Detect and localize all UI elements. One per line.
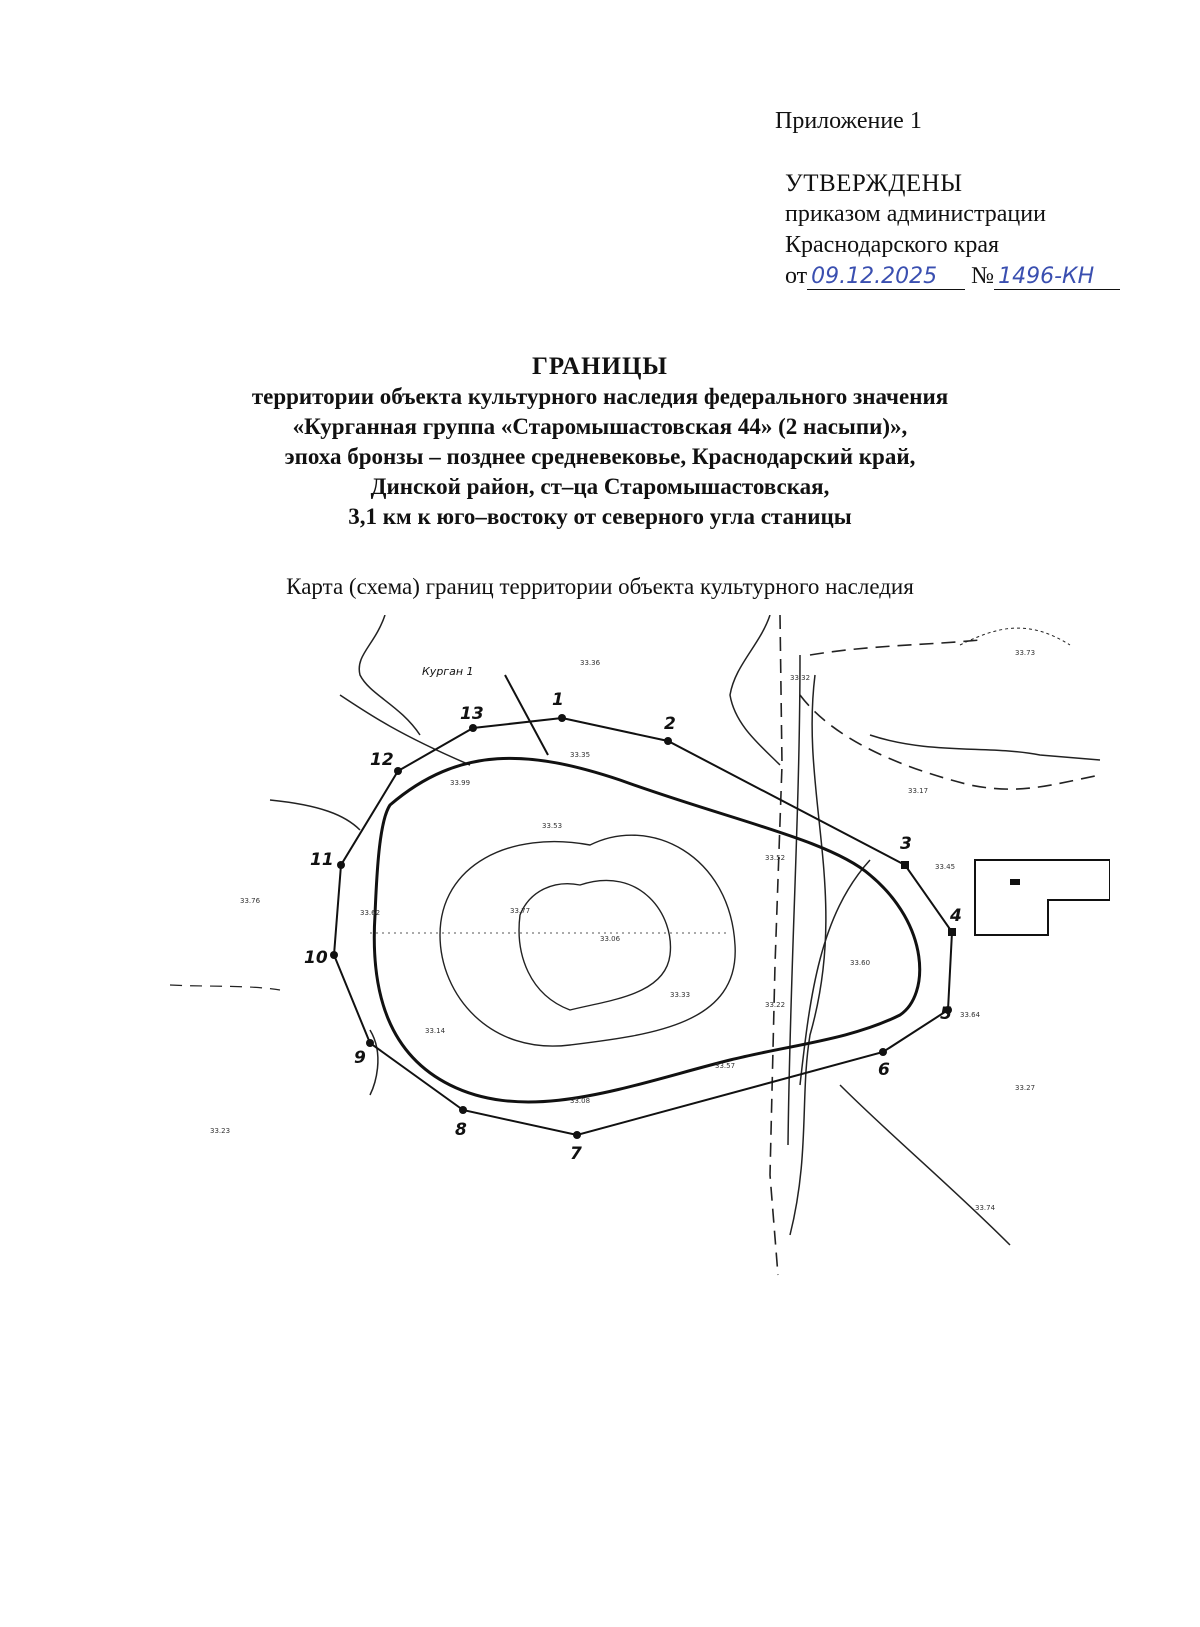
kurgan-label: Курган 1 bbox=[422, 665, 474, 678]
number-value: 1496-КН bbox=[998, 264, 1095, 289]
point-label-6: 6 bbox=[878, 1060, 890, 1080]
elevation-mark: 33.06 bbox=[600, 935, 621, 943]
point-label-1: 1 bbox=[552, 690, 564, 710]
vertex-13 bbox=[469, 724, 477, 732]
kurgan-pointer bbox=[504, 674, 549, 756]
vertex-4 bbox=[948, 928, 956, 936]
dotted-contour bbox=[959, 627, 1071, 646]
point-label-11: 11 bbox=[310, 850, 334, 870]
terrain-line bbox=[369, 1029, 379, 1096]
dashed-road bbox=[769, 615, 1101, 1276]
elevation-mark: 33.62 bbox=[360, 909, 380, 917]
mound-contours bbox=[439, 834, 736, 1047]
title-line-3: эпоха бронзы – позднее средневековье, Кр… bbox=[284, 444, 916, 469]
building-mark bbox=[1010, 879, 1020, 885]
dashed-road-line bbox=[809, 639, 981, 656]
terrain-line bbox=[839, 1084, 1011, 1246]
elevation-mark: 33.27 bbox=[1015, 1084, 1035, 1092]
elevation-mark: 33.35 bbox=[570, 751, 590, 759]
vertex-9 bbox=[366, 1039, 374, 1047]
boundary-point-labels: 1 2 3 4 5 6 7 8 9 10 11 12 13 bbox=[304, 690, 962, 1164]
vertex-2 bbox=[664, 737, 672, 745]
elevation-mark: 33.53 bbox=[542, 822, 562, 830]
elevation-mark: 33.73 bbox=[1015, 649, 1035, 657]
vertex-8 bbox=[459, 1106, 467, 1114]
point-label-12: 12 bbox=[370, 750, 394, 770]
date-field: 09.12.2025 bbox=[807, 264, 966, 290]
elevation-mark: 33.77 bbox=[510, 907, 530, 915]
point-label-4: 4 bbox=[949, 906, 962, 926]
elevation-mark: 33.33 bbox=[670, 991, 690, 999]
elevation-mark: 33.17 bbox=[908, 787, 928, 795]
point-label-13: 13 bbox=[460, 704, 484, 724]
building-outline bbox=[974, 859, 1110, 936]
boundary-polygon bbox=[332, 717, 954, 1137]
number-prefix: № bbox=[971, 263, 995, 289]
point-label-3: 3 bbox=[900, 834, 912, 854]
map-caption: Карта (схема) границ территории объекта … bbox=[286, 574, 914, 599]
vertex-5 bbox=[944, 1006, 952, 1014]
elevation-mark: 33.57 bbox=[715, 1062, 735, 1070]
dashed-road-line bbox=[769, 615, 783, 1276]
elevation-mark: 33.74 bbox=[975, 1204, 996, 1212]
terrain-line bbox=[358, 615, 421, 736]
elevation-mark: 33.22 bbox=[765, 1001, 785, 1009]
title-main: ГРАНИЦЫ bbox=[532, 353, 668, 380]
point-label-2: 2 bbox=[664, 714, 676, 734]
vertex-12 bbox=[394, 767, 402, 775]
elevation-mark: 33.99 bbox=[450, 779, 470, 787]
mound-contour-outer bbox=[439, 834, 736, 1047]
point-label-5: 5 bbox=[940, 1004, 952, 1024]
terrain-line bbox=[269, 799, 361, 831]
order-line-1: приказом администрации bbox=[785, 201, 1046, 227]
elevation-mark: 33.23 bbox=[210, 1127, 230, 1135]
approved-heading: УТВЕРЖДЕНЫ bbox=[785, 170, 963, 197]
date-prefix: от bbox=[785, 263, 808, 289]
order-line-2: Краснодарского края bbox=[785, 232, 1000, 258]
point-label-7: 7 bbox=[570, 1144, 582, 1164]
boundary-vertices bbox=[330, 714, 956, 1139]
vertex-11 bbox=[337, 861, 345, 869]
vertex-1 bbox=[558, 714, 566, 722]
approval-block: УТВЕРЖДЕНЫ приказом администрации Красно… bbox=[785, 168, 1121, 292]
road-edge bbox=[869, 734, 1101, 761]
vertex-7 bbox=[573, 1131, 581, 1139]
point-label-9: 9 bbox=[354, 1048, 366, 1068]
point-label-8: 8 bbox=[455, 1120, 467, 1140]
appendix-label: Приложение 1 bbox=[775, 108, 922, 134]
title-line-4: Динской район, ст–ца Старомышастовская, bbox=[370, 474, 830, 499]
mound-contour-inner bbox=[518, 879, 672, 1011]
number-field: 1496-КН bbox=[994, 264, 1121, 290]
elevation-mark: 33.64 bbox=[960, 1011, 981, 1019]
terrain-line bbox=[339, 694, 471, 766]
elevation-mark: 33.60 bbox=[850, 959, 870, 967]
object-territory-outline bbox=[372, 756, 922, 1104]
vertex-10 bbox=[330, 951, 338, 959]
road-line bbox=[789, 674, 827, 1236]
elevation-mark: 33.14 bbox=[425, 1027, 446, 1035]
vertex-6 bbox=[879, 1048, 887, 1056]
elevation-mark: 33.08 bbox=[570, 1097, 590, 1105]
vertex-3 bbox=[901, 861, 909, 869]
title-line-2: «Курганная группа «Старомышастовская 44»… bbox=[292, 414, 908, 439]
elevation-mark: 33.76 bbox=[240, 897, 261, 905]
title-line-5: 3,1 км к юго–востоку от северного угла с… bbox=[348, 504, 852, 529]
boundary-map: Курган 1 1 2 3 4 5 6 7 8 9 10 11 12 13 3… bbox=[170, 615, 1110, 1276]
road-line bbox=[799, 859, 871, 1086]
elevation-mark: 33.45 bbox=[935, 863, 955, 871]
dashed-road-line bbox=[799, 694, 1101, 790]
elevation-mark: 33.36 bbox=[580, 659, 601, 667]
road-line bbox=[787, 654, 801, 1146]
dashed-line-west bbox=[170, 984, 281, 991]
point-label-10: 10 bbox=[304, 948, 328, 968]
terrain-line bbox=[729, 615, 781, 766]
title-line-1: территории объекта культурного наследия … bbox=[251, 384, 949, 409]
elevation-marks: 33.36 33.35 33.17 33.73 33.32 33.53 33.9… bbox=[210, 649, 1035, 1212]
elevation-mark: 33.32 bbox=[790, 674, 810, 682]
elevation-mark: 33.52 bbox=[765, 854, 785, 862]
terrain-lines bbox=[269, 615, 1011, 1246]
date-value: 09.12.2025 bbox=[811, 264, 938, 289]
document-title: ГРАНИЦЫ территории объекта культурного н… bbox=[0, 352, 1200, 532]
